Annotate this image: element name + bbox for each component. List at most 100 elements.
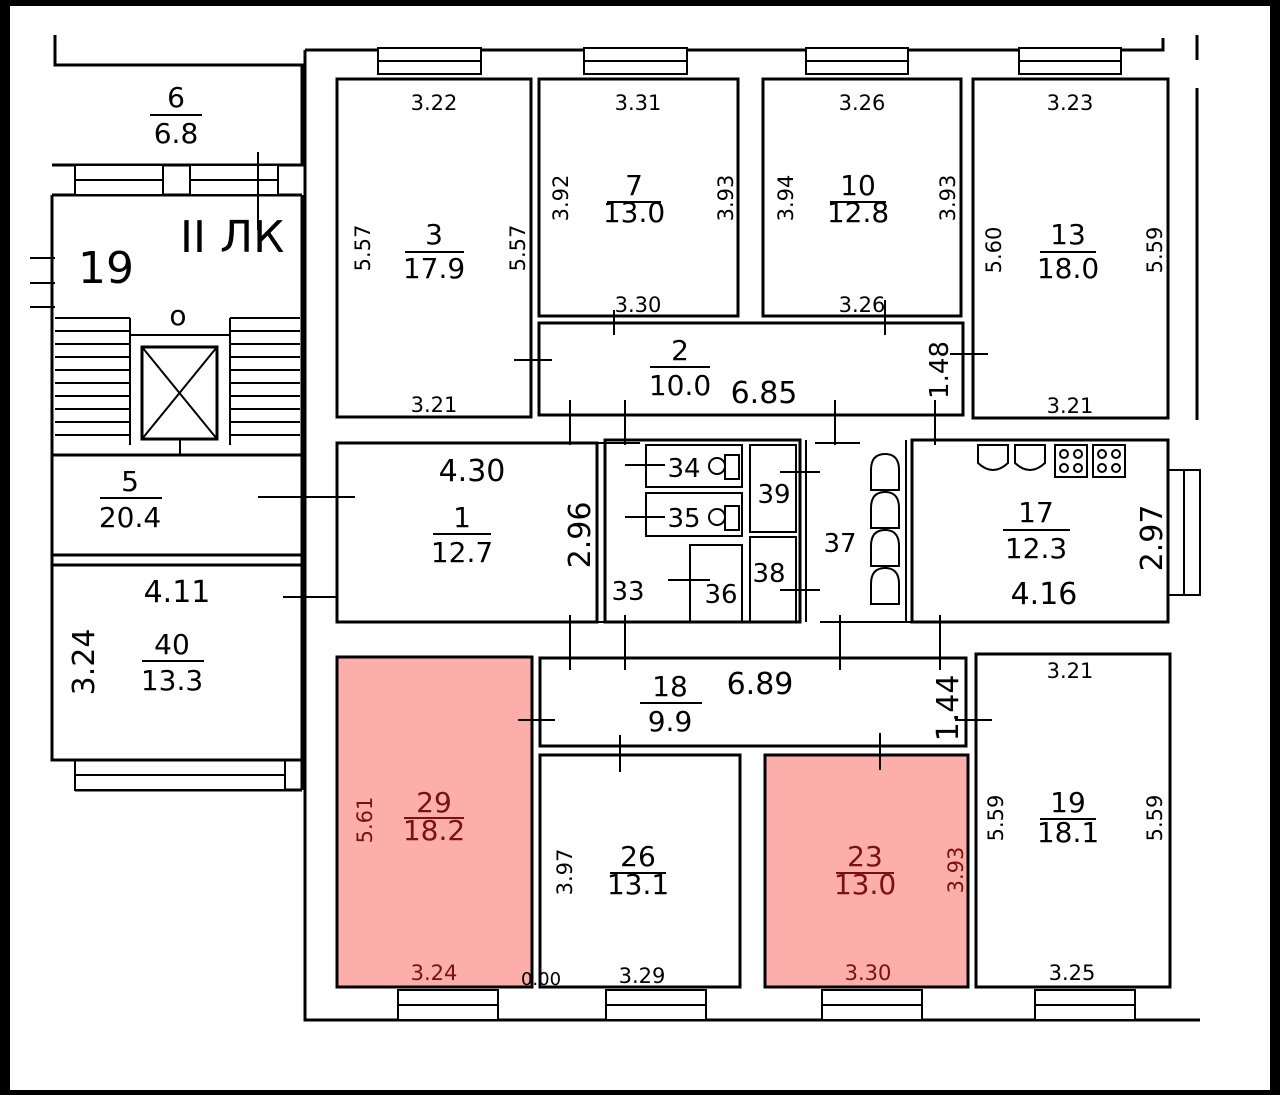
windows (74, 47, 1201, 1021)
dimension: 3.21 (411, 393, 458, 417)
room-area: 6.8 (154, 117, 199, 150)
dimension: 6.89 (727, 667, 794, 702)
room-area: 9.9 (648, 705, 693, 738)
stair-label: ЛК (220, 212, 284, 263)
room-area: 18.2 (403, 814, 465, 847)
room-area: 20.4 (99, 501, 161, 534)
room-number: 37 (823, 529, 856, 559)
room-area: 12.7 (431, 536, 493, 569)
dimension: 5.61 (353, 797, 377, 844)
room-number: 19 (1050, 786, 1086, 819)
room-number: 23 (847, 840, 883, 873)
fixtures (708, 444, 1126, 605)
dimension: 3.23 (1047, 91, 1094, 115)
room-area: 13.1 (607, 868, 669, 901)
room-number: 1 (453, 501, 471, 534)
dimension: 3.26 (839, 293, 886, 317)
stairwell (30, 152, 300, 455)
room-area: 18.1 (1037, 816, 1099, 849)
dimension: 3.24 (67, 629, 102, 696)
dimension: 5.57 (506, 225, 530, 272)
room-area: 18.0 (1037, 252, 1099, 285)
room-outlines (50, 77, 1172, 989)
dimension: 1.44 (931, 675, 966, 742)
dimension: 5.59 (1143, 227, 1167, 274)
room-2: 2 10.0 (649, 334, 711, 402)
room-area: 13.0 (834, 868, 896, 901)
dimension: 2.97 (1135, 505, 1170, 572)
dimension: 2.96 (563, 502, 598, 569)
room-5: 5 20.4 (99, 465, 162, 534)
dimension: 3.93 (936, 175, 960, 222)
dimension: 4.30 (439, 454, 506, 489)
room-13: 13 18.0 (1037, 218, 1099, 285)
room-7: 7 13.0 (603, 169, 665, 229)
dimension: 5.57 (351, 225, 375, 272)
room-1: 1 12.7 (431, 501, 493, 569)
room-number: 17 (1018, 496, 1054, 529)
room-number: 10 (840, 169, 876, 202)
room-number: 29 (416, 786, 452, 819)
room-number: 5 (121, 465, 139, 498)
dimension: 3.94 (774, 175, 798, 222)
room-number: 38 (752, 559, 785, 589)
room-area: 17.9 (403, 252, 465, 285)
dimension: 3.31 (615, 91, 662, 115)
doors (258, 300, 992, 772)
room-labels: 6 6.8 3 17.9 7 13.0 10 12.8 13 18.0 2 10… (99, 81, 1099, 901)
room-number: 33 (611, 577, 644, 607)
room-number: 13 (1050, 218, 1086, 251)
dimension: 3.21 (1047, 394, 1094, 418)
room-19: 19 18.1 (1037, 786, 1099, 849)
room-26: 26 13.1 (607, 840, 669, 901)
dimension: 0.00 (521, 969, 561, 990)
room-number: 6 (167, 81, 185, 114)
dimension: 3.24 (411, 961, 458, 985)
dimension: 3.93 (714, 175, 738, 222)
room-29: 29 18.2 (403, 786, 465, 847)
dimension: 5.59 (1143, 795, 1167, 842)
stair-roman: II (180, 212, 206, 263)
room-17: 17 12.3 (1003, 496, 1070, 565)
room-10: 10 12.8 (827, 169, 889, 229)
dimension: 3.22 (411, 91, 458, 115)
room-area: 13.3 (141, 664, 203, 697)
room-number: 18 (652, 670, 688, 703)
floor-marker: 19 (78, 243, 134, 294)
room-18: 18 9.9 (640, 670, 702, 738)
dimension: 3.93 (944, 847, 968, 894)
dimension: 5.60 (982, 227, 1006, 274)
dimension: 6.85 (731, 376, 798, 411)
circle-mark: o (169, 299, 186, 332)
room-area: 10.0 (649, 369, 711, 402)
dimension: 3.30 (845, 961, 892, 985)
room-23: 23 13.0 (834, 840, 896, 901)
dimension: 1.48 (925, 341, 955, 399)
dimension: 3.21 (1047, 659, 1094, 683)
room-area: 13.0 (603, 196, 665, 229)
room-40: 40 13.3 (141, 628, 204, 697)
small-room-labels: 34 35 39 37 38 33 36 (611, 454, 856, 610)
dimension: 3.26 (839, 91, 886, 115)
stair-markings: II ЛК 19 o (78, 212, 284, 332)
dimension: 3.97 (553, 849, 577, 896)
dimension: 3.25 (1049, 961, 1096, 985)
room-6: 6 6.8 (150, 81, 202, 150)
dimension: 3.92 (549, 175, 573, 222)
dimension-labels: 3.22 3.31 3.26 3.23 5.57 5.57 3.92 3.93 … (67, 91, 1170, 990)
dimension: 4.11 (144, 575, 211, 610)
room-number: 39 (757, 480, 790, 510)
room-number: 36 (704, 580, 737, 610)
room-number: 2 (671, 334, 689, 367)
room-number: 7 (625, 169, 643, 202)
room-area: 12.3 (1005, 532, 1067, 565)
dimension: 3.29 (619, 964, 666, 988)
room-number: 34 (667, 454, 700, 484)
room-number: 26 (620, 840, 656, 873)
dimension: 3.30 (615, 293, 662, 317)
dimension: 5.59 (984, 795, 1008, 842)
room-number: 3 (425, 218, 443, 251)
room-area: 12.8 (827, 196, 889, 229)
room-number: 35 (667, 504, 700, 534)
